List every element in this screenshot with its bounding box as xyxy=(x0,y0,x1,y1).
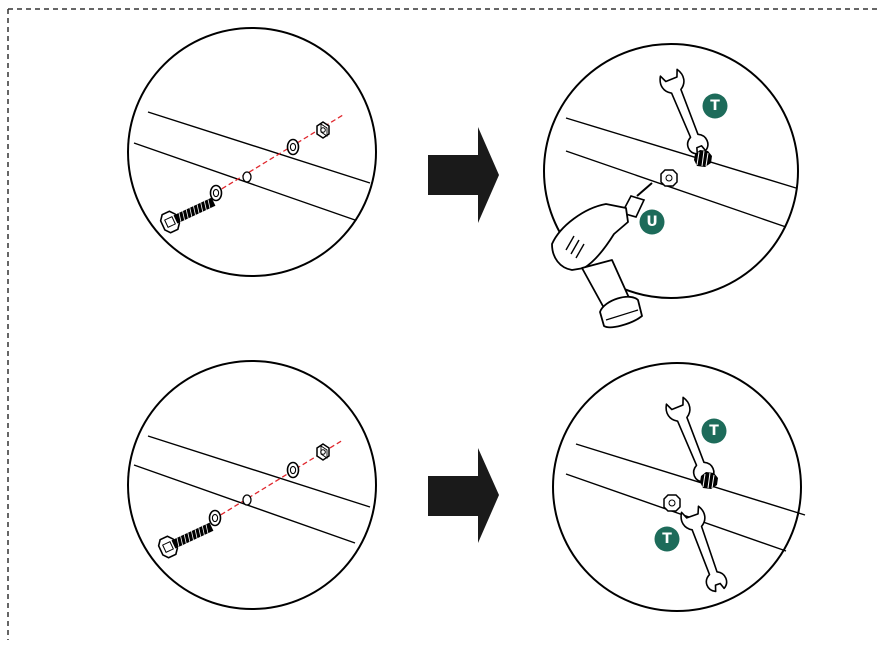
arrow-right-icon xyxy=(428,448,499,543)
badge-U: U xyxy=(639,209,665,235)
hole xyxy=(242,494,252,506)
badge-T: T xyxy=(702,93,728,119)
step1-after-circle: T U xyxy=(543,43,799,329)
bolt-icon xyxy=(663,494,681,512)
badge-T: T xyxy=(654,526,680,552)
dashed-border xyxy=(7,8,877,640)
svg-text:T: T xyxy=(662,531,672,547)
badge-T: T xyxy=(701,418,727,444)
step2-before-circle xyxy=(127,360,377,610)
svg-text:T: T xyxy=(710,98,720,114)
step2-after-circle: T T xyxy=(552,362,806,612)
step1-before-circle xyxy=(127,27,377,277)
hole xyxy=(242,171,252,183)
arrow-right-icon xyxy=(428,127,499,223)
drill-icon xyxy=(551,182,653,329)
svg-text:T: T xyxy=(709,423,719,439)
guide-line xyxy=(213,439,344,520)
svg-text:U: U xyxy=(646,214,657,230)
bolt-icon xyxy=(660,169,678,187)
